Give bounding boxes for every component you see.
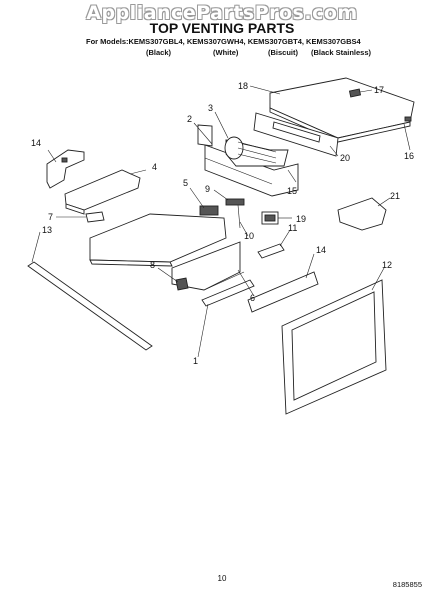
watermark: AppliancePartsPros.com (86, 2, 358, 24)
vent-duct-part (197, 124, 299, 197)
leader-lines (31, 85, 411, 358)
callout-5: 5 (183, 178, 188, 188)
model-color-white: (White) (213, 48, 239, 57)
callout-1: 1 (193, 356, 198, 366)
callout-7: 7 (48, 212, 53, 222)
rear-panel-part (281, 279, 387, 415)
blower-motor-part (224, 136, 289, 167)
callout-12: 12 (382, 260, 392, 270)
callout-labels: 1 2 3 4 5 6 7 8 9 10 11 12 13 14 14 15 1… (31, 81, 414, 366)
sensor-part (261, 211, 279, 225)
callout-11: 11 (288, 223, 297, 233)
callout-13: 13 (42, 225, 52, 235)
page-title: TOP VENTING PARTS (149, 20, 295, 36)
front-rail-part (27, 261, 153, 351)
callout-10: 10 (244, 231, 254, 241)
model-color-biscuit: (Biscuit) (268, 48, 298, 57)
main-vent-duct-part (171, 241, 255, 307)
callout-18: 18 (238, 81, 248, 91)
terminal-block-part (257, 243, 285, 259)
callout-14-left: 14 (31, 138, 41, 148)
callout-15: 15 (287, 186, 297, 196)
right-side-panel-part (247, 271, 319, 313)
callout-16: 16 (404, 151, 414, 161)
top-panel-part (269, 77, 415, 143)
switch-part (225, 198, 245, 229)
callout-14-right: 14 (316, 245, 326, 255)
model-list: For Models:KEMS307GBL4, KEMS307GWH4, KEM… (86, 37, 361, 46)
callout-20: 20 (340, 153, 350, 163)
callout-3: 3 (208, 103, 213, 113)
callout-9: 9 (205, 184, 210, 194)
callout-2: 2 (187, 114, 192, 124)
vent-bracket-part (253, 112, 339, 157)
callout-19: 19 (296, 214, 306, 224)
model-color-black: (Black) (146, 48, 172, 57)
right-bracket-part (337, 197, 387, 231)
callout-21: 21 (390, 191, 400, 201)
callout-6: 6 (250, 293, 255, 303)
document-number: 8185855 (392, 580, 422, 589)
callout-4: 4 (152, 162, 157, 172)
mounting-plate-part (64, 169, 141, 215)
page-number: 10 (217, 574, 227, 583)
callout-8: 8 (150, 260, 155, 270)
small-clip-part (85, 211, 105, 223)
left-bracket-part (46, 149, 85, 189)
model-color-black-stainless: (Black Stainless) (311, 48, 372, 57)
vent-plate-part (89, 205, 227, 267)
callout-17: 17 (374, 85, 384, 95)
